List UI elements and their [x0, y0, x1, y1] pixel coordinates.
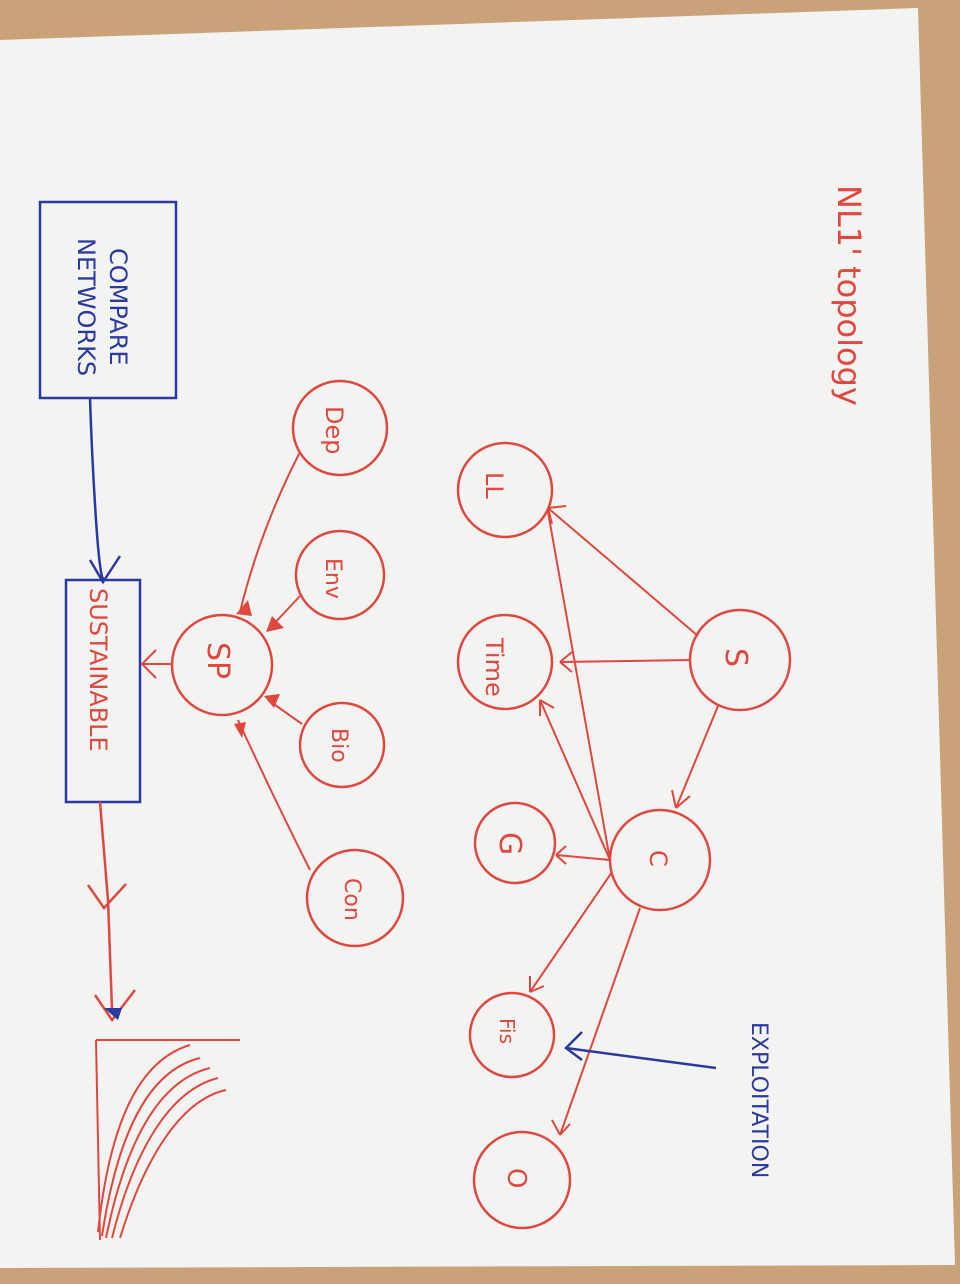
- node-bio-label: Bio: [326, 728, 351, 763]
- node-g-circle: [473, 801, 557, 885]
- exploitation-label: EXPLOITATION: [746, 1022, 771, 1178]
- node-time-circle: [456, 613, 554, 711]
- chart-curve-1: [97, 1044, 191, 1233]
- diagram-title: NL1' topology: [830, 185, 868, 406]
- compare-networks-box: [38, 200, 178, 400]
- node-o-circle: [472, 1130, 572, 1230]
- edge-c-to-o-head: [551, 1119, 571, 1136]
- node-ll-circle: [456, 441, 554, 539]
- edge-s-to-ll-head: [547, 505, 567, 525]
- compare-box-line2: NETWORKS: [72, 238, 100, 376]
- node-env-circle: [294, 529, 386, 621]
- node-dep-label: Dep: [320, 406, 348, 454]
- node-con-label: Con: [339, 878, 364, 921]
- exploitation-arrow: [565, 1046, 717, 1070]
- node-con-circle: [305, 848, 405, 948]
- node-c-label: C: [644, 850, 672, 867]
- chart-arrowhead: [93, 989, 136, 1023]
- node-g-label: G: [492, 832, 527, 855]
- edge-c-to-time-head: [539, 699, 555, 716]
- node-o-label: O: [501, 1168, 531, 1188]
- arrowhead-con-sp: [234, 722, 246, 738]
- compare-to-sustainable-arrow: [88, 397, 106, 582]
- chart-y-axis: [95, 1039, 101, 1241]
- compare-box-line1: COMPARE: [104, 248, 132, 366]
- paper-sheet: [0, 8, 955, 1268]
- chart-curve-2: [101, 1057, 201, 1237]
- node-fis-circle: [468, 991, 556, 1079]
- node-s-label: S: [718, 648, 753, 667]
- edge-s-to-c: [675, 705, 719, 809]
- edge-c-to-fis-head: [529, 976, 545, 993]
- chart-curve-3: [105, 1067, 211, 1239]
- compare-to-sustainable-arrowhead: [88, 555, 122, 585]
- chart-arrowhead-fill: [104, 1008, 122, 1020]
- edge-con-to-sp: [237, 719, 311, 871]
- arrowhead-bio-sp: [264, 694, 280, 708]
- node-ll-label: LL: [480, 472, 508, 499]
- edge-c-to-o: [559, 907, 641, 1136]
- edge-s-to-c-head: [671, 789, 691, 809]
- edge-c-to-g-head: [555, 845, 567, 865]
- node-time-label: Time: [480, 637, 508, 697]
- sustainable-to-chart-arrow: [98, 801, 114, 1011]
- edge-c-to-ll: [547, 511, 611, 861]
- edge-s-to-time-head: [559, 651, 573, 673]
- node-env-label: Env: [320, 558, 345, 599]
- node-bio-circle: [298, 701, 386, 789]
- sketch-curve-chart: [95, 1039, 240, 1241]
- arrowhead-dep-sp: [236, 600, 252, 616]
- node-dep-circle: [291, 379, 389, 477]
- edge-sp-to-sustainable-head: [140, 649, 157, 679]
- chart-curve-4: [111, 1077, 219, 1239]
- edge-c-to-fis: [529, 871, 613, 993]
- node-fis-label: Fis: [495, 1018, 519, 1044]
- sustainable-label: SUSTAINABLE: [84, 588, 112, 752]
- arrowhead-env-sp: [266, 616, 284, 632]
- edge-s-to-ll: [547, 507, 699, 637]
- edge-c-to-g: [555, 854, 611, 861]
- edge-dep-to-sp: [239, 451, 301, 613]
- exploitation-arrowhead: [564, 1031, 583, 1061]
- node-sp-label: SP: [200, 642, 235, 679]
- mid-arrowhead: [86, 883, 127, 910]
- edge-c-to-time: [539, 699, 611, 861]
- chart-curve-5: [119, 1089, 227, 1239]
- edge-s-to-time: [559, 659, 691, 663]
